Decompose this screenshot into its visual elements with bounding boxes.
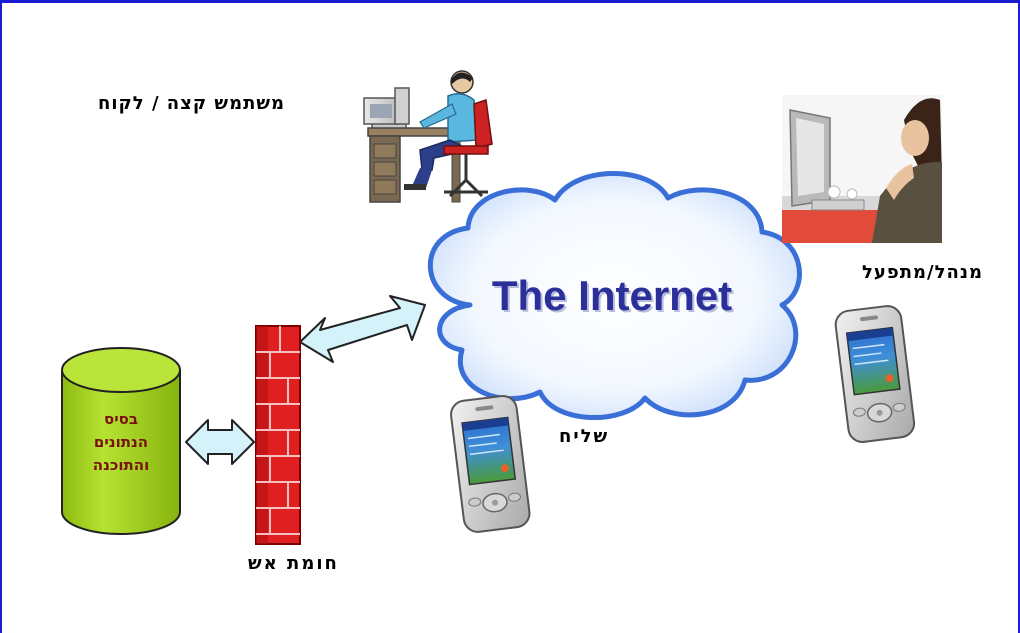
label-manager: מנהל/מתפעל [862,262,984,283]
end-user-illustration [363,70,493,203]
database-line-1: בסיס [104,410,138,428]
cloud-shape [427,171,802,420]
database-cylinder [61,347,181,535]
cloud-title-shadow: The Internet [494,274,734,321]
database-line-2: הנתונים [93,433,149,451]
database-line-3: והתוכנה [92,456,150,474]
label-database: בסיס הנתונים והתוכנה [62,408,180,477]
database-firewall-arrow [185,419,255,465]
label-firewall: חומת אש [248,553,339,574]
firewall-cloud-arrow [299,295,426,363]
label-end-user: משתמש קצה / לקוח [98,93,286,114]
manager-photo [782,95,942,243]
pda-device-left [450,394,531,533]
firewall-wall [255,325,301,545]
internet-cloud: The Internet The Internet [427,171,802,420]
label-courier: שליח [559,426,610,447]
pda-device-right [834,305,916,443]
cloud-title: The Internet [492,272,732,319]
